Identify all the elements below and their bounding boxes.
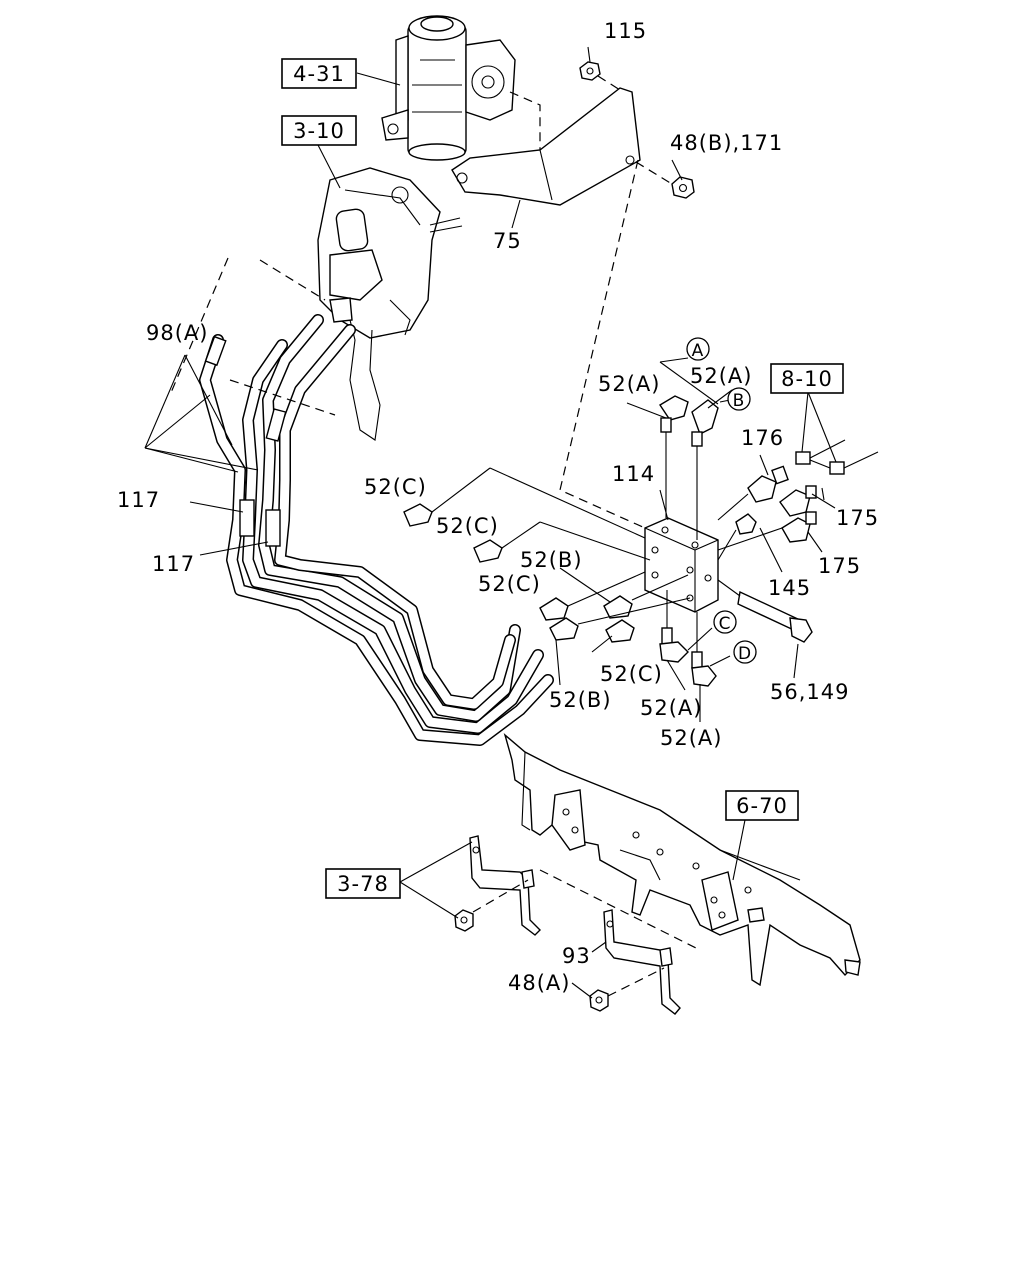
ref-label-8-10: 8-10 — [781, 367, 833, 391]
part-label-117-top: 117 — [117, 488, 160, 512]
fitting-52b-1 — [603, 574, 689, 619]
marker-c: C — [713, 610, 737, 634]
marker-b-label: B — [733, 391, 746, 411]
nut-115-drawing — [579, 61, 601, 81]
ref-box-4-31[interactable]: 4-31 — [281, 58, 357, 89]
part-label-145: 145 — [768, 576, 811, 600]
fitting-52c-4 — [605, 619, 635, 643]
marker-b: B — [727, 387, 751, 411]
switch-176 — [717, 465, 789, 521]
part-label-114: 114 — [612, 462, 655, 486]
nut-3-78-drawing — [454, 909, 474, 932]
part-label-52b-bottom: 52(B) — [549, 688, 612, 712]
elbow-52a-top-left — [659, 395, 689, 518]
marker-a-label: A — [692, 341, 705, 361]
part-label-56-149: 56,149 — [770, 680, 849, 704]
plug-145 — [735, 513, 757, 535]
part-label-52c-1: 52(C) — [364, 475, 427, 499]
pedal-assembly-drawing — [317, 167, 463, 441]
fitting-52c-2 — [473, 521, 541, 563]
part-label-98a: 98(A) — [146, 321, 208, 345]
part-label-52b-top: 52(B) — [520, 548, 583, 572]
part-label-176: 176 — [741, 426, 784, 450]
part-label-52a-low2: 52(A) — [660, 726, 722, 750]
part-label-52a-right: 52(A) — [690, 364, 752, 388]
part-label-52a-left: 52(A) — [598, 372, 660, 396]
marker-d: D — [733, 640, 757, 664]
elbow-52a-bottom-right — [691, 612, 717, 687]
nut-48a-drawing — [589, 989, 609, 1012]
elbow-52a-top-right — [691, 399, 719, 540]
part-label-175-bottom: 175 — [818, 554, 861, 578]
part-label-52c-2: 52(C) — [436, 514, 499, 538]
fitting-52b-2 — [549, 597, 691, 641]
bracket-3-78-drawing — [469, 835, 541, 936]
part-label-52c-4: 52(C) — [600, 662, 663, 686]
marker-c-label: C — [719, 614, 732, 634]
part-label-93: 93 — [562, 944, 591, 968]
ref-label-3-78: 3-78 — [337, 872, 389, 896]
part-label-52c-3: 52(C) — [478, 572, 541, 596]
hoses-drawing — [199, 314, 554, 746]
valve-block-114-drawing — [644, 517, 719, 613]
ref-label-3-10: 3-10 — [293, 119, 345, 143]
ref-box-3-78[interactable]: 3-78 — [325, 868, 401, 899]
ref-box-8-10[interactable]: 8-10 — [770, 363, 844, 394]
bracket-75-drawing — [451, 87, 641, 206]
nut-48b-drawing — [671, 176, 695, 199]
marker-d-label: D — [738, 644, 752, 664]
part-label-48b-171: 48(B),171 — [670, 131, 783, 155]
part-label-48a: 48(A) — [508, 971, 570, 995]
part-label-52a-low1: 52(A) — [640, 696, 702, 720]
ref-label-4-31: 4-31 — [293, 62, 345, 86]
ref-box-3-10[interactable]: 3-10 — [281, 115, 357, 146]
switch-175-bottom — [781, 511, 817, 543]
part-label-175-top: 175 — [836, 506, 879, 530]
bolt-56-149 — [717, 579, 813, 643]
connector-8-10 — [795, 439, 879, 475]
part-label-75: 75 — [493, 229, 522, 253]
elbow-52a-bottom-left — [659, 590, 689, 663]
bracket-93-drawing — [603, 909, 681, 1015]
part-label-115: 115 — [604, 19, 647, 43]
chassis-frame-drawing — [503, 732, 861, 987]
steering-gear-drawing — [381, 15, 516, 161]
fitting-52c-1 — [403, 467, 491, 527]
switch-175-top — [779, 485, 817, 517]
ref-box-6-70[interactable]: 6-70 — [725, 790, 799, 821]
fitting-52c-3 — [539, 571, 646, 621]
ref-label-6-70: 6-70 — [736, 794, 788, 818]
marker-a: A — [686, 337, 710, 361]
part-label-117-bottom: 117 — [152, 552, 195, 576]
